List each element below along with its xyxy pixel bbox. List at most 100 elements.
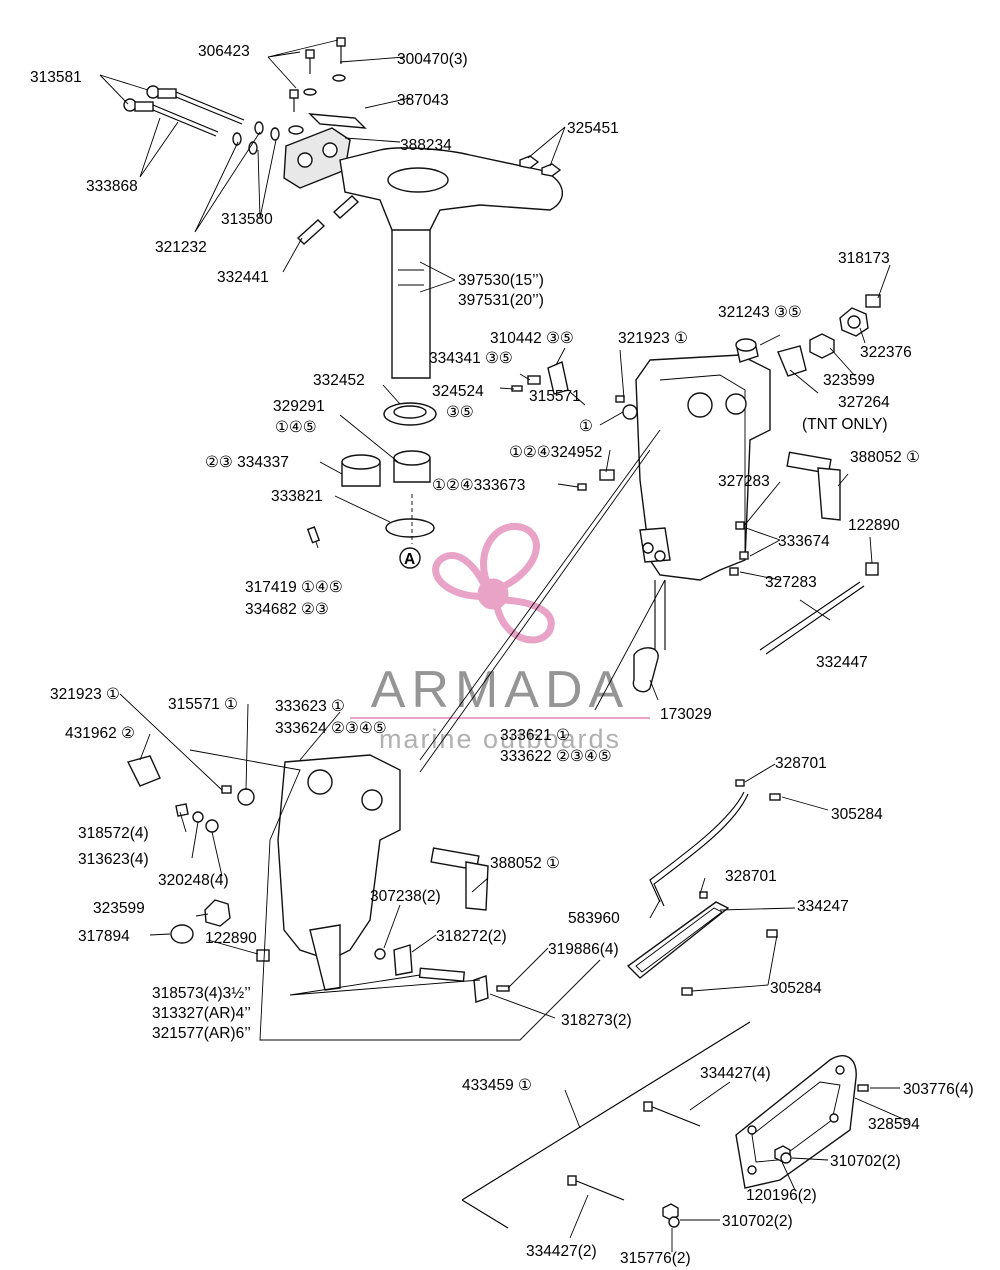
label-313580: 313580 xyxy=(221,211,273,228)
label-333868: 333868 xyxy=(86,178,138,195)
washer-300470-a xyxy=(332,74,346,82)
watermark-tagline: marine outboards xyxy=(379,724,621,754)
label-318173: 318173 xyxy=(838,250,890,267)
grease-fitting-317419 xyxy=(306,526,321,544)
screw-327283-b xyxy=(729,567,739,576)
transom-plate-assembly xyxy=(461,1021,869,1229)
label-315776: 315776(2) xyxy=(620,1250,691,1267)
label-333673: ①②④333673 xyxy=(432,477,525,494)
washer-300470-c xyxy=(288,125,304,135)
label-173029: 173029 xyxy=(660,706,712,723)
washer-315571-b xyxy=(237,788,255,806)
label-329291-notes: ①④⑤ xyxy=(275,419,317,436)
label-433459: 433459 ① xyxy=(462,1077,532,1094)
screw-306423 xyxy=(289,37,346,112)
label-321923-top: 321923 ① xyxy=(618,330,688,347)
screw-303776 xyxy=(857,1084,869,1092)
label-333821: 333821 xyxy=(271,488,323,505)
washer-310702-b xyxy=(668,1216,680,1228)
label-332452: 332452 xyxy=(313,372,365,389)
label-317894: 317894 xyxy=(78,928,130,945)
label-300470: 300470(3) xyxy=(397,51,468,68)
label-307238: 307238(2) xyxy=(370,888,441,905)
cap-318572 xyxy=(175,803,189,817)
nut-315776 xyxy=(662,1203,679,1221)
label-313581: 313581 xyxy=(30,69,82,86)
plate-328594 xyxy=(735,1055,857,1189)
bracket-433459-outline xyxy=(461,1021,751,1229)
label-332441: 332441 xyxy=(217,269,269,286)
label-397531: 397531(20’’) xyxy=(458,292,544,309)
clip-310442 xyxy=(547,361,569,395)
oring-333821 xyxy=(385,518,435,538)
grommet-328701-b xyxy=(699,891,708,899)
screw-305284-c xyxy=(681,987,693,996)
label-333623: 333623 ① xyxy=(275,698,345,715)
washer-313623 xyxy=(192,811,204,823)
label-318272: 318272(2) xyxy=(436,928,507,945)
label-334427-bottom: 334427(2) xyxy=(526,1243,597,1260)
bracket-318273 xyxy=(473,975,489,1003)
nut-323599-b xyxy=(204,899,231,927)
label-333624: 333624 ②③④⑤ xyxy=(275,720,387,737)
plate-334247 xyxy=(626,901,730,979)
label-334247: 334247 xyxy=(797,898,849,915)
screw-324524 xyxy=(511,385,523,392)
screw-321923-a xyxy=(615,395,625,403)
label-328594: 328594 xyxy=(868,1116,920,1133)
label-122890-bottom: 122890 xyxy=(205,930,257,947)
nut-122890-b xyxy=(256,949,270,962)
washer-320248 xyxy=(205,819,219,833)
propeller-logo-icon xyxy=(432,522,555,644)
cable-assembly xyxy=(626,779,781,996)
label-318273: 318273(2) xyxy=(561,1012,632,1029)
bolt-334427-a xyxy=(643,1101,653,1112)
label-321577: 321577(AR)6’’ xyxy=(152,1025,251,1042)
bracket-327264 xyxy=(777,345,807,377)
plate-318272 xyxy=(393,944,413,976)
label-387043: 387043 xyxy=(397,92,449,109)
label-388052-top: 388052 ① xyxy=(850,449,920,466)
label-329291: 329291 xyxy=(273,398,325,415)
bolt-334427-b xyxy=(567,1175,577,1186)
spacer-334341 xyxy=(527,375,541,385)
label-315571-bottom: 315571 ① xyxy=(168,696,238,713)
screw-333674 xyxy=(739,551,749,560)
washer-300470-b xyxy=(303,88,317,96)
label-327264-tnt: (TNT ONLY) xyxy=(802,416,888,433)
clamp-block-388234 xyxy=(283,127,351,189)
label-333622: 333622 ②③④⑤ xyxy=(500,748,612,765)
part-labels: 306423 300470(3) 313581 387043 388234 32… xyxy=(30,43,974,1267)
label-310702-top: 310702(2) xyxy=(830,1153,901,1170)
label-319886: 319886(4) xyxy=(548,941,619,958)
label-321243: 321243 ③⑤ xyxy=(718,304,802,321)
clamp-handle-388052-a xyxy=(817,467,841,521)
label-305284-bottom: 305284 xyxy=(770,980,822,997)
washer-310702-a xyxy=(780,1152,792,1164)
bolt-313581-b xyxy=(123,98,219,137)
clamp-handle-388052-b xyxy=(465,861,489,911)
label-310442: 310442 ③⑤ xyxy=(490,330,574,347)
screw-327283-a xyxy=(735,521,745,530)
label-323599-bottom: 323599 xyxy=(93,900,145,917)
label-313327: 313327(AR)4’’ xyxy=(152,1005,251,1022)
screw-333673 xyxy=(577,483,587,491)
label-388052-bottom: 388052 ① xyxy=(490,855,560,872)
cap-317894 xyxy=(170,924,194,944)
label-317419: 317419 ①④⑤ xyxy=(245,579,343,596)
nut-122890-a xyxy=(865,562,879,576)
label-324524-notes: ③⑤ xyxy=(446,404,474,421)
label-583960: 583960 xyxy=(568,910,620,927)
label-333621: 333621 ① xyxy=(500,727,570,744)
label-334682: 334682 ②③ xyxy=(245,601,329,618)
leader-lines xyxy=(99,39,911,1252)
label-334427-top: 334427(4) xyxy=(700,1065,771,1082)
label-315571-top-note: ① xyxy=(579,418,593,435)
label-320248: 320248(4) xyxy=(158,872,229,889)
label-431962: 431962 ② xyxy=(65,725,135,742)
screw-321923-b xyxy=(221,785,232,794)
screw-319886 xyxy=(496,985,510,992)
bearing-group xyxy=(306,402,437,569)
